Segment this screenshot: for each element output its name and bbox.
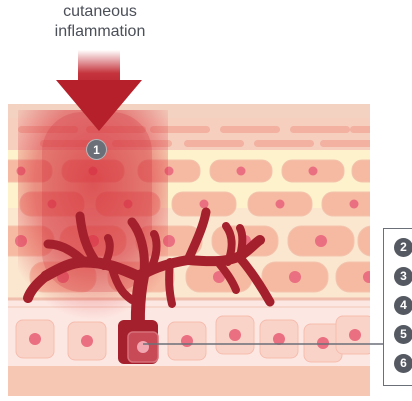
epidermal-cell (248, 192, 312, 216)
legend-badge-6: 6 (394, 354, 412, 373)
epidermal-cell (282, 160, 344, 182)
dermal-cell (216, 316, 254, 354)
deep-dermis (8, 366, 370, 396)
dermal-cell (68, 322, 106, 360)
epidermal-cell (288, 226, 354, 256)
legend-badge-5: 5 (394, 325, 412, 344)
legend-badge-3: 3 (394, 267, 412, 286)
label-line-1: cutaneous (0, 2, 200, 22)
dermal-cell (168, 322, 206, 360)
dermal-cell (16, 320, 54, 358)
legend-badge-2: 2 (394, 238, 412, 257)
epidermal-cell (352, 160, 412, 182)
epidermal-cell (262, 262, 328, 292)
epidermal-cell (210, 160, 272, 182)
dermal-cell (336, 316, 374, 354)
target-cell (128, 332, 158, 362)
inflammation-label: cutaneous inflammation (0, 2, 200, 42)
legend-badge-4: 4 (394, 296, 412, 315)
marker-badge-1: 1 (86, 139, 107, 160)
legend-panel: 2 3 4 5 6 (383, 228, 412, 386)
epidermal-cell (322, 192, 386, 216)
label-line-2: inflammation (0, 22, 200, 42)
dermal-cell (260, 320, 298, 358)
